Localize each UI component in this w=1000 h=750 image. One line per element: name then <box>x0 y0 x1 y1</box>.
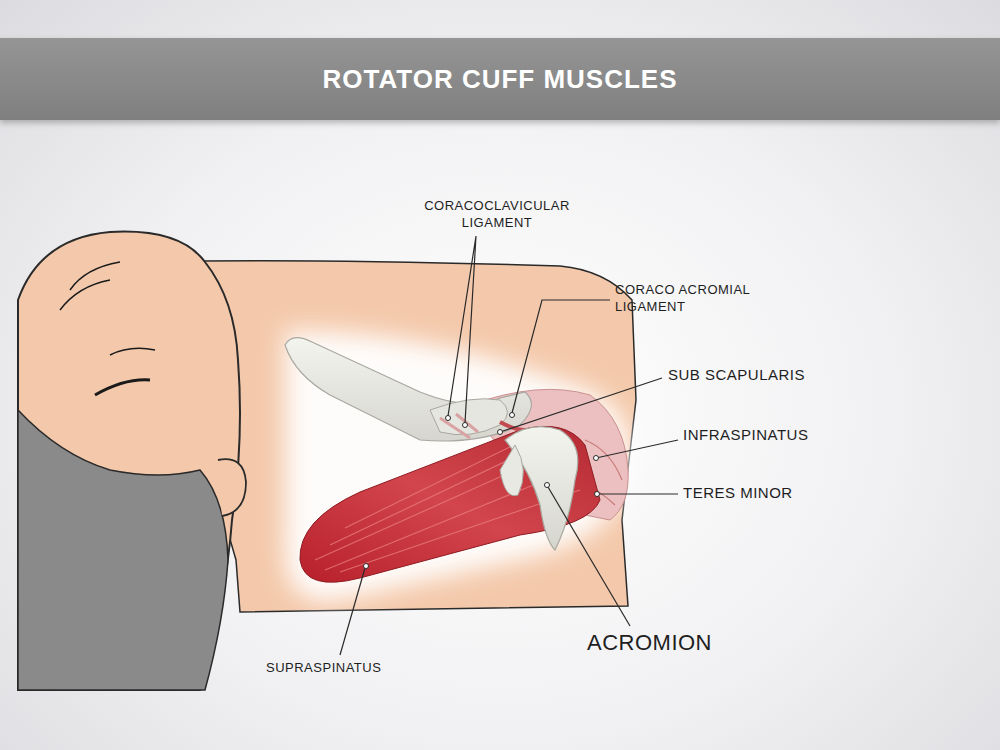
leader-dot <box>446 416 451 421</box>
glow <box>285 330 631 601</box>
leader-line <box>500 378 662 432</box>
leader-dot <box>594 456 599 461</box>
part-label: INFRASPINATUS <box>683 426 883 444</box>
forehead-line <box>60 280 110 310</box>
leader-dot <box>595 492 600 497</box>
part-label: SUB SCAPULARIS <box>668 366 868 384</box>
clavicle <box>285 338 531 441</box>
leader-line <box>596 440 678 458</box>
leader-line <box>548 487 630 626</box>
leader-line <box>598 493 678 494</box>
supraspinatus-muscle <box>300 426 600 582</box>
part-label: CORACOCLAVICULAR LIGAMENT <box>412 197 582 231</box>
ligament <box>500 422 525 430</box>
ear <box>218 459 246 516</box>
part-label: ACROMION <box>587 630 787 656</box>
eyelid <box>110 348 155 355</box>
forehead-line <box>70 262 120 290</box>
ligament <box>440 414 478 438</box>
eye <box>95 380 150 395</box>
leader-line <box>448 236 476 423</box>
leader-line <box>512 300 610 413</box>
head <box>18 232 240 690</box>
title: ROTATOR CUFF MUSCLES <box>0 38 1000 120</box>
leader-dot <box>463 423 468 428</box>
part-label: TERES MINOR <box>683 484 883 502</box>
leader-dot <box>545 483 550 488</box>
leader-dot <box>364 564 369 569</box>
part-label: SUPRASPINATUS <box>266 660 466 676</box>
part-label: CORACO ACROMIAL LIGAMENT <box>615 281 765 315</box>
leader-dot <box>510 413 515 418</box>
coracoid <box>430 399 508 435</box>
leader-line <box>340 568 365 655</box>
leader-dot <box>498 430 503 435</box>
bone <box>500 445 523 496</box>
beard <box>18 410 228 690</box>
